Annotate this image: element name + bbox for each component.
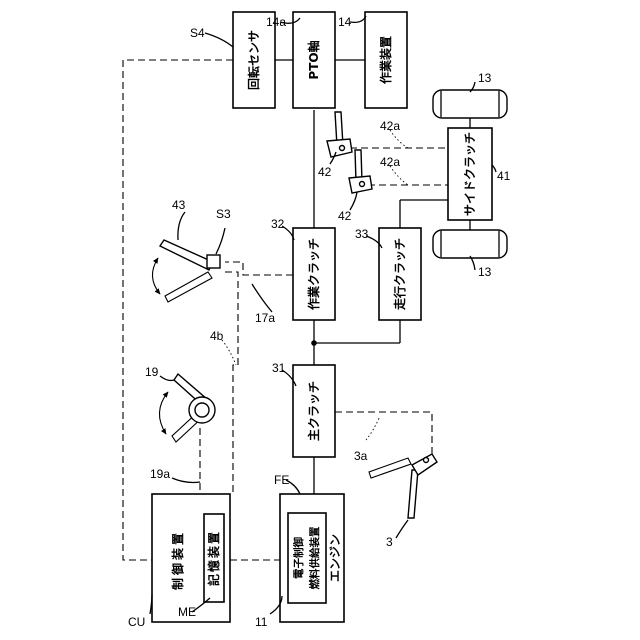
ref-11: 11 <box>255 615 268 629</box>
work-clutch-label: 作業クラッチ <box>306 238 321 310</box>
ref-32: 32 <box>271 217 285 231</box>
travel-clutch-label: 走行クラッチ <box>392 238 407 310</box>
ref-42-upper: 42 <box>318 165 332 179</box>
side-clutch-lever-lower <box>349 150 372 193</box>
engine-block: 電子制御 燃料供給装置 エンジン <box>280 494 344 622</box>
pto-shaft-block: PTO軸 <box>293 12 335 108</box>
wheel-bottom <box>433 230 507 258</box>
ref-42a-lower: 42a <box>380 155 400 169</box>
ref-41: 41 <box>497 169 511 183</box>
pedal-ghost <box>369 458 411 478</box>
ref-19a: 19a <box>150 467 170 481</box>
fuel-device-label-line2: 燃料供給装置 <box>308 526 321 589</box>
clutch-pedal <box>369 454 437 518</box>
lever-19-hub-inner <box>195 403 209 417</box>
ref-3a: 3a <box>354 449 368 463</box>
control-lever-19 <box>159 374 215 442</box>
ref-42a-upper: 42a <box>380 119 400 133</box>
travel-clutch-block: 走行クラッチ <box>379 228 421 320</box>
work-device-block: 作業装置 <box>365 12 407 108</box>
ref-42-lower: 42 <box>338 209 352 223</box>
signal-s3-to-cu <box>225 272 238 494</box>
ref-4b: 4b <box>210 329 224 343</box>
ref-43: 43 <box>172 198 186 212</box>
control-device-block: 制御装置 記憶装置 <box>152 494 230 622</box>
ref-fe: FE <box>274 473 289 487</box>
side-clutch-label: サイドクラッチ <box>463 132 477 216</box>
ref-17a: 17a <box>255 311 275 325</box>
ref-19: 19 <box>145 365 159 379</box>
pedal-arm <box>408 470 418 518</box>
ref-14a: 14a <box>266 15 286 29</box>
ref-13-bottom: 13 <box>478 265 492 279</box>
signal-pedal-to-main-clutch <box>335 412 432 455</box>
pedal-top <box>412 454 437 475</box>
wheel-bottom-body <box>433 230 507 258</box>
work-lever-ghost <box>165 272 212 302</box>
signal-sensor-to-cu <box>123 60 233 560</box>
junction-dot <box>311 340 317 346</box>
memory-device-label: 記憶装置 <box>206 530 221 586</box>
ref-13-top: 13 <box>478 71 492 85</box>
work-device-label: 作業装置 <box>378 36 393 84</box>
fuel-device-label-line1: 電子制御 <box>292 537 305 579</box>
work-lever <box>152 240 220 302</box>
ref-3: 3 <box>386 535 393 549</box>
signal-s3-to-work-clutch <box>225 262 293 275</box>
work-clutch-block: 作業クラッチ <box>293 228 335 320</box>
main-clutch-block: 主クラッチ <box>293 365 335 457</box>
side-clutch-block: サイドクラッチ <box>448 128 492 220</box>
wheel-top-body <box>433 90 507 118</box>
ref-me: ME <box>178 605 196 619</box>
control-device-label: 制御装置 <box>170 530 185 590</box>
ref-s4: S4 <box>190 26 205 40</box>
work-lever-swing-arrow <box>152 258 160 294</box>
ref-14: 14 <box>338 15 352 29</box>
lever-19-swing-arrow <box>159 392 168 434</box>
pto-shaft-label: PTO軸 <box>306 40 321 79</box>
main-clutch-label: 主クラッチ <box>306 381 321 441</box>
ref-s3: S3 <box>216 207 231 221</box>
ref-cu: CU <box>128 615 145 629</box>
rotation-sensor-label: 回転センサ <box>246 30 261 90</box>
ref-31: 31 <box>272 361 286 375</box>
sensor-s3-box <box>207 255 220 268</box>
ref-33: 33 <box>355 227 369 241</box>
work-lever-handle <box>160 240 213 270</box>
side-clutch-lever-upper <box>327 112 352 157</box>
wheel-top <box>433 90 507 118</box>
engine-label: エンジン <box>328 534 342 582</box>
